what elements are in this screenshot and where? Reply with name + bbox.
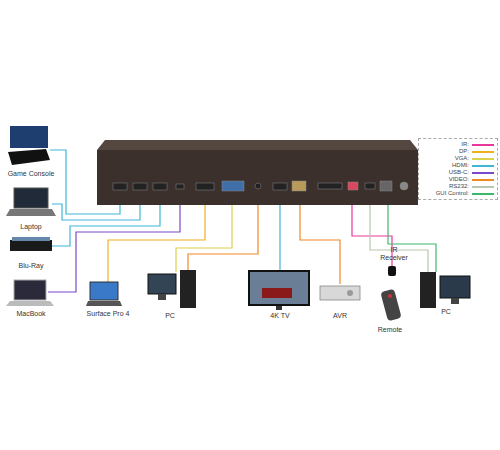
lan-port	[380, 181, 392, 191]
legend-swatch	[472, 172, 494, 174]
legend-swatch	[472, 186, 494, 188]
device-node: Game Console	[3, 122, 59, 178]
device-label: 4K TV	[270, 312, 289, 320]
legend-label: USB-C:	[449, 169, 469, 176]
laptop-screen	[14, 188, 48, 208]
legend-label: VGA:	[455, 155, 469, 162]
gui-wire	[388, 203, 436, 272]
device-node: Surface Pro 4	[78, 276, 138, 318]
dip-switch	[348, 182, 358, 190]
device-node: Blu-Ray	[3, 232, 59, 270]
switcher-top	[97, 140, 418, 150]
tv-screen	[250, 272, 308, 304]
device-label: MacBook	[16, 310, 45, 318]
device-label: Laptop	[20, 223, 41, 231]
switcher-body	[97, 150, 418, 205]
surface-keyboard	[86, 301, 122, 306]
avr-knob	[347, 290, 353, 296]
remote-button	[388, 294, 392, 298]
device-node: PC	[415, 268, 477, 316]
monitor-stand	[158, 294, 166, 300]
device-label: Blu-Ray	[19, 262, 44, 270]
device-node: PC	[140, 266, 200, 320]
legend-row: USB-C:	[422, 169, 494, 176]
legend-label: VIDEO:	[449, 176, 469, 183]
game-screen	[10, 126, 48, 148]
legend-label: DP:	[459, 148, 469, 155]
device-label: PC	[165, 312, 175, 320]
hdmi-port	[153, 183, 167, 190]
switcher-ports	[113, 181, 408, 191]
device-node: IR Receiver	[377, 246, 411, 276]
device-label: IR Receiver	[379, 246, 409, 262]
legend-row: IR:	[422, 141, 494, 148]
device-node: 4K TV	[245, 266, 315, 320]
remote-control	[380, 289, 401, 322]
legend-swatch	[472, 144, 494, 146]
power-jack	[400, 182, 408, 190]
legend-label: RS232:	[449, 183, 469, 190]
legend-box: IR:DP:VGA:HDMI:USB-C:VIDEO:RS232:GUI Con…	[418, 138, 498, 200]
audio-terminal	[292, 181, 306, 191]
device-label: AVR	[333, 312, 347, 320]
hdmi-port	[133, 183, 147, 190]
legend-swatch	[472, 179, 494, 181]
legend-row: RS232:	[422, 183, 494, 190]
video-wire	[188, 203, 258, 270]
legend-row: HDMI:	[422, 162, 494, 169]
device-label: Game Console	[8, 170, 55, 178]
device-label: PC	[441, 308, 451, 316]
legend-swatch	[472, 165, 494, 167]
legend-label: HDMI:	[452, 162, 469, 169]
dp-port	[196, 183, 214, 190]
ir-port	[365, 183, 375, 189]
macbook-base	[6, 301, 54, 306]
legend-label: IR:	[461, 141, 469, 148]
console-body	[8, 149, 50, 165]
legend-row: VIDEO:	[422, 176, 494, 183]
wires	[48, 150, 436, 292]
tv-car-image	[262, 288, 292, 298]
hdmi-wire	[279, 203, 280, 272]
legend-swatch	[472, 158, 494, 160]
pc-tower	[420, 272, 436, 308]
terminal-block	[318, 183, 342, 189]
legend-label: GUI Control:	[436, 190, 469, 197]
vga-port	[222, 181, 244, 191]
device-label: Remote	[378, 326, 403, 334]
audio-port	[255, 183, 261, 189]
legend-row: DP:	[422, 148, 494, 155]
ir-receiver	[388, 266, 396, 276]
legend-row: VGA:	[422, 155, 494, 162]
legend-swatch	[472, 193, 494, 195]
hdmi-port	[273, 183, 287, 190]
device-node: Laptop	[3, 185, 59, 231]
hdmi-wire	[52, 203, 140, 220]
device-label: Surface Pro 4	[87, 310, 130, 318]
device-node: Remote	[370, 282, 410, 334]
device-node: AVR	[318, 276, 362, 320]
hdmi-port	[113, 183, 127, 190]
bluray-player	[10, 240, 52, 251]
legend-swatch	[472, 151, 494, 153]
usbc-port	[176, 184, 184, 189]
pc-monitor	[148, 274, 176, 294]
device-node: MacBook	[3, 276, 59, 318]
laptop-base	[6, 209, 56, 216]
vga-wire	[176, 203, 232, 272]
pc-monitor	[440, 276, 470, 298]
avr-box	[320, 286, 360, 300]
macbook-screen	[14, 280, 46, 300]
tv-stand	[276, 306, 282, 310]
rs232-wire	[370, 203, 428, 272]
tv-frame	[248, 270, 310, 306]
pc-tower	[180, 270, 196, 308]
surface-screen	[90, 282, 118, 300]
legend-row: GUI Control:	[422, 190, 494, 197]
monitor-stand	[451, 298, 459, 304]
bluray-light	[12, 237, 50, 241]
